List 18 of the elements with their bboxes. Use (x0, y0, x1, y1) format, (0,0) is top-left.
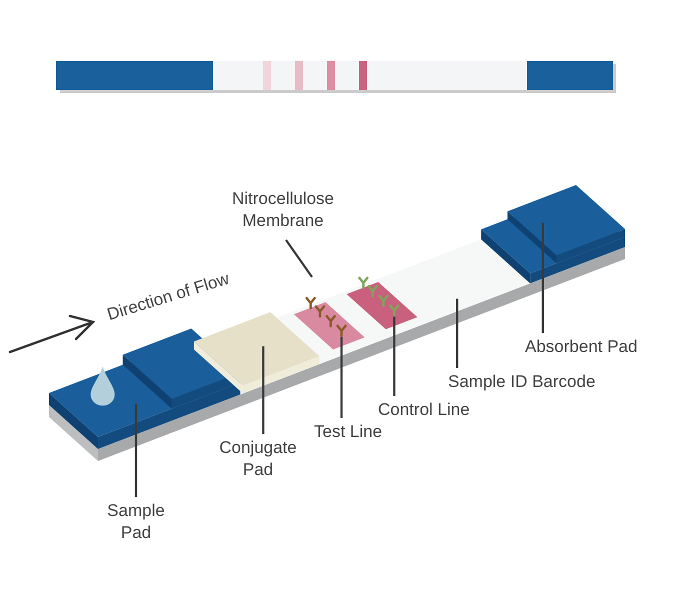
leader-line (285, 239, 313, 278)
leader-line (542, 222, 544, 333)
part-label: Conjugate Pad (208, 437, 308, 481)
control-line-stripe (346, 282, 418, 330)
part-label: Control Line (378, 399, 470, 421)
leader-line (456, 298, 458, 368)
leader-line (393, 316, 396, 396)
flow-direction-label: Direction of Flow (104, 268, 232, 326)
part-label: Test Line (314, 421, 382, 443)
absorbent-pad (481, 185, 625, 284)
conjugate-pad (194, 312, 320, 394)
leader-line (134, 404, 138, 497)
part-label: Nitrocellulose Membrane (208, 188, 358, 232)
part-label: Sample ID Barcode (448, 371, 596, 393)
part-label: Absorbent Pad (525, 336, 638, 358)
part-label: Sample Pad (96, 500, 176, 544)
test-line-stripe (294, 302, 365, 350)
leader-line (340, 336, 343, 418)
